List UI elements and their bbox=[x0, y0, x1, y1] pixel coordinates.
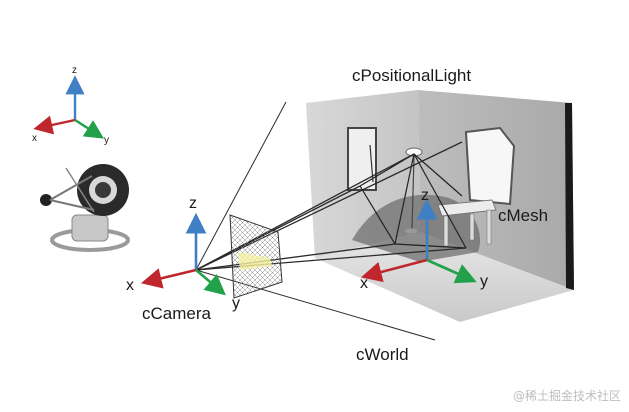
world-label: cWorld bbox=[356, 345, 409, 364]
room-right-edge bbox=[565, 103, 574, 290]
camera-axis-z-label: z bbox=[189, 195, 197, 212]
small-axis-x-label: x bbox=[32, 133, 37, 144]
room-illustration bbox=[306, 90, 574, 322]
room-window bbox=[464, 126, 516, 206]
room-table bbox=[437, 199, 497, 247]
image-plane bbox=[229, 214, 283, 299]
small-axis-z-label: z bbox=[72, 65, 77, 76]
room-axes bbox=[360, 198, 477, 284]
camera-axis-y-label: y bbox=[232, 295, 240, 312]
camera-label: cCamera bbox=[142, 304, 211, 323]
small-axis-y-label: y bbox=[104, 135, 109, 146]
light-label: cPositionalLight bbox=[352, 66, 472, 85]
camera-axes bbox=[140, 212, 226, 296]
device-image bbox=[40, 164, 130, 252]
room-axis-y-label: y bbox=[480, 273, 488, 290]
mesh-label: cMesh bbox=[498, 206, 549, 225]
camera-axis-x-label: x bbox=[126, 277, 134, 294]
room-axis-z-label: z bbox=[421, 187, 429, 204]
room-axis-x-label: x bbox=[360, 275, 368, 292]
watermark: @稀土掘金技术社区 bbox=[512, 389, 621, 403]
small-axes bbox=[33, 75, 105, 139]
room-picture-frame bbox=[347, 127, 377, 191]
